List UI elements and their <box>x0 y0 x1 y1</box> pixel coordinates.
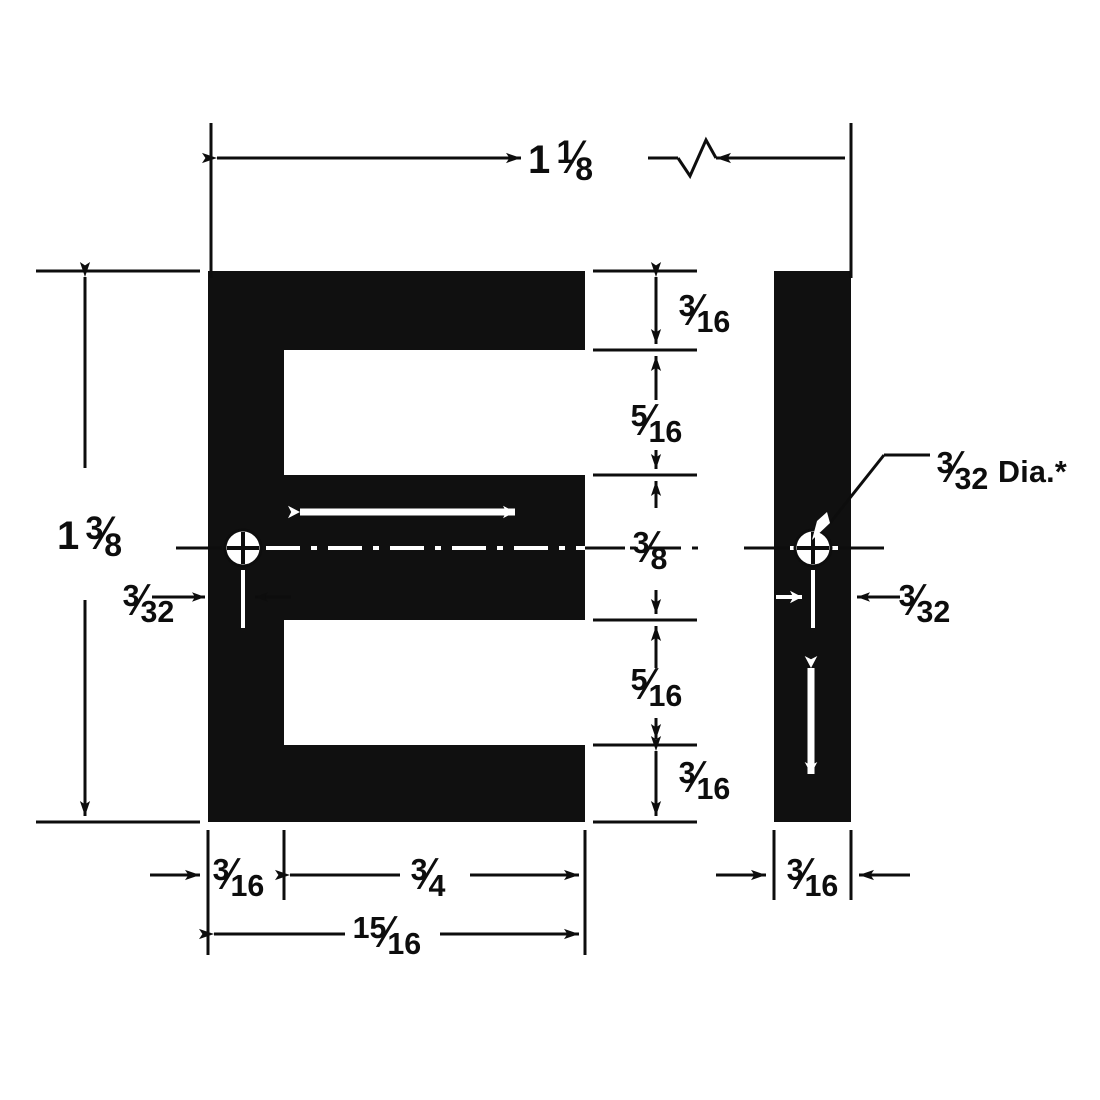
dim-hole-edge-right <box>776 570 900 628</box>
dim-label-back-leg-width: 3⁄16 <box>212 848 265 903</box>
dim-overall-height <box>36 262 200 824</box>
leader-hole-diameter <box>812 453 930 540</box>
dim-back-leg-numerator: 3 <box>212 852 230 887</box>
dim-label-top-arm-height: 3⁄16 <box>678 284 731 339</box>
dim-label-lower-window-height: 5⁄16 <box>630 658 683 713</box>
e-core-hole-icon <box>223 528 263 568</box>
dim-label-hole-edge-left: 3⁄32 <box>122 574 175 629</box>
dim-back-leg-denominator: 16 <box>230 868 265 903</box>
dim-hole-diameter-suffix: Dia.* <box>997 455 1068 489</box>
dim-label-core-total-width: 15⁄16 <box>352 906 422 961</box>
dim-core-total-numerator: 15 <box>352 910 387 945</box>
dim-center-arm-numerator: 3 <box>632 525 650 560</box>
dim-hole-edge-right-denominator: 32 <box>916 594 951 629</box>
dim-overall-width-numerator: 1 <box>556 134 575 171</box>
dim-hole-edge-left <box>152 570 291 628</box>
dim-top-arm-denominator: 16 <box>696 304 731 339</box>
dim-ibar-width-denominator: 16 <box>804 868 839 903</box>
dim-stack-right-of-core <box>593 262 697 824</box>
dim-core-total-denominator: 16 <box>387 926 422 961</box>
dim-bottom-arm-numerator: 3 <box>678 755 696 790</box>
dim-label-bottom-arm-height: 3⁄16 <box>678 751 731 806</box>
dim-ibar-width-numerator: 3 <box>786 852 804 887</box>
dim-hole-diameter-numerator: 3 <box>936 445 954 480</box>
dim-overall-height-whole: 1 <box>57 514 80 558</box>
dim-hole-edge-left-denominator: 32 <box>140 594 175 629</box>
dim-arm-length <box>275 830 587 955</box>
dim-upper-window-numerator: 5 <box>630 398 648 433</box>
dim-arm-length-denominator: 4 <box>428 868 446 903</box>
dim-overall-width-whole: 1 <box>528 138 551 182</box>
i-bar-hole-icon <box>793 528 833 568</box>
dim-overall-height-numerator: 3 <box>85 510 104 547</box>
dim-ibar-width <box>716 830 910 900</box>
dim-overall-height-denominator: 8 <box>104 527 123 564</box>
dim-label-center-arm-height: 3⁄8 <box>632 521 668 576</box>
dim-label-arm-length: 3⁄4 <box>410 848 446 903</box>
dim-overall-width <box>202 123 853 278</box>
dim-arm-length-numerator: 3 <box>410 852 428 887</box>
dim-label-upper-window-height: 5⁄16 <box>630 394 683 449</box>
dim-hole-edge-right-numerator: 3 <box>898 578 916 613</box>
dim-label-hole-edge-right: 3⁄32 <box>898 574 951 629</box>
dim-upper-window-denominator: 16 <box>648 414 683 449</box>
dim-label-ibar-width: 3⁄16 <box>786 848 839 903</box>
dim-hole-edge-left-numerator: 3 <box>122 578 140 613</box>
dim-hole-diameter-denominator: 32 <box>954 461 989 496</box>
dim-top-arm-numerator: 3 <box>678 288 696 323</box>
dim-bottom-arm-denominator: 16 <box>696 771 731 806</box>
dim-overall-width-denominator: 8 <box>575 151 594 188</box>
dim-lower-window-numerator: 5 <box>630 662 648 697</box>
dim-lower-window-denominator: 16 <box>648 678 683 713</box>
dim-center-arm-denominator: 8 <box>650 541 668 576</box>
